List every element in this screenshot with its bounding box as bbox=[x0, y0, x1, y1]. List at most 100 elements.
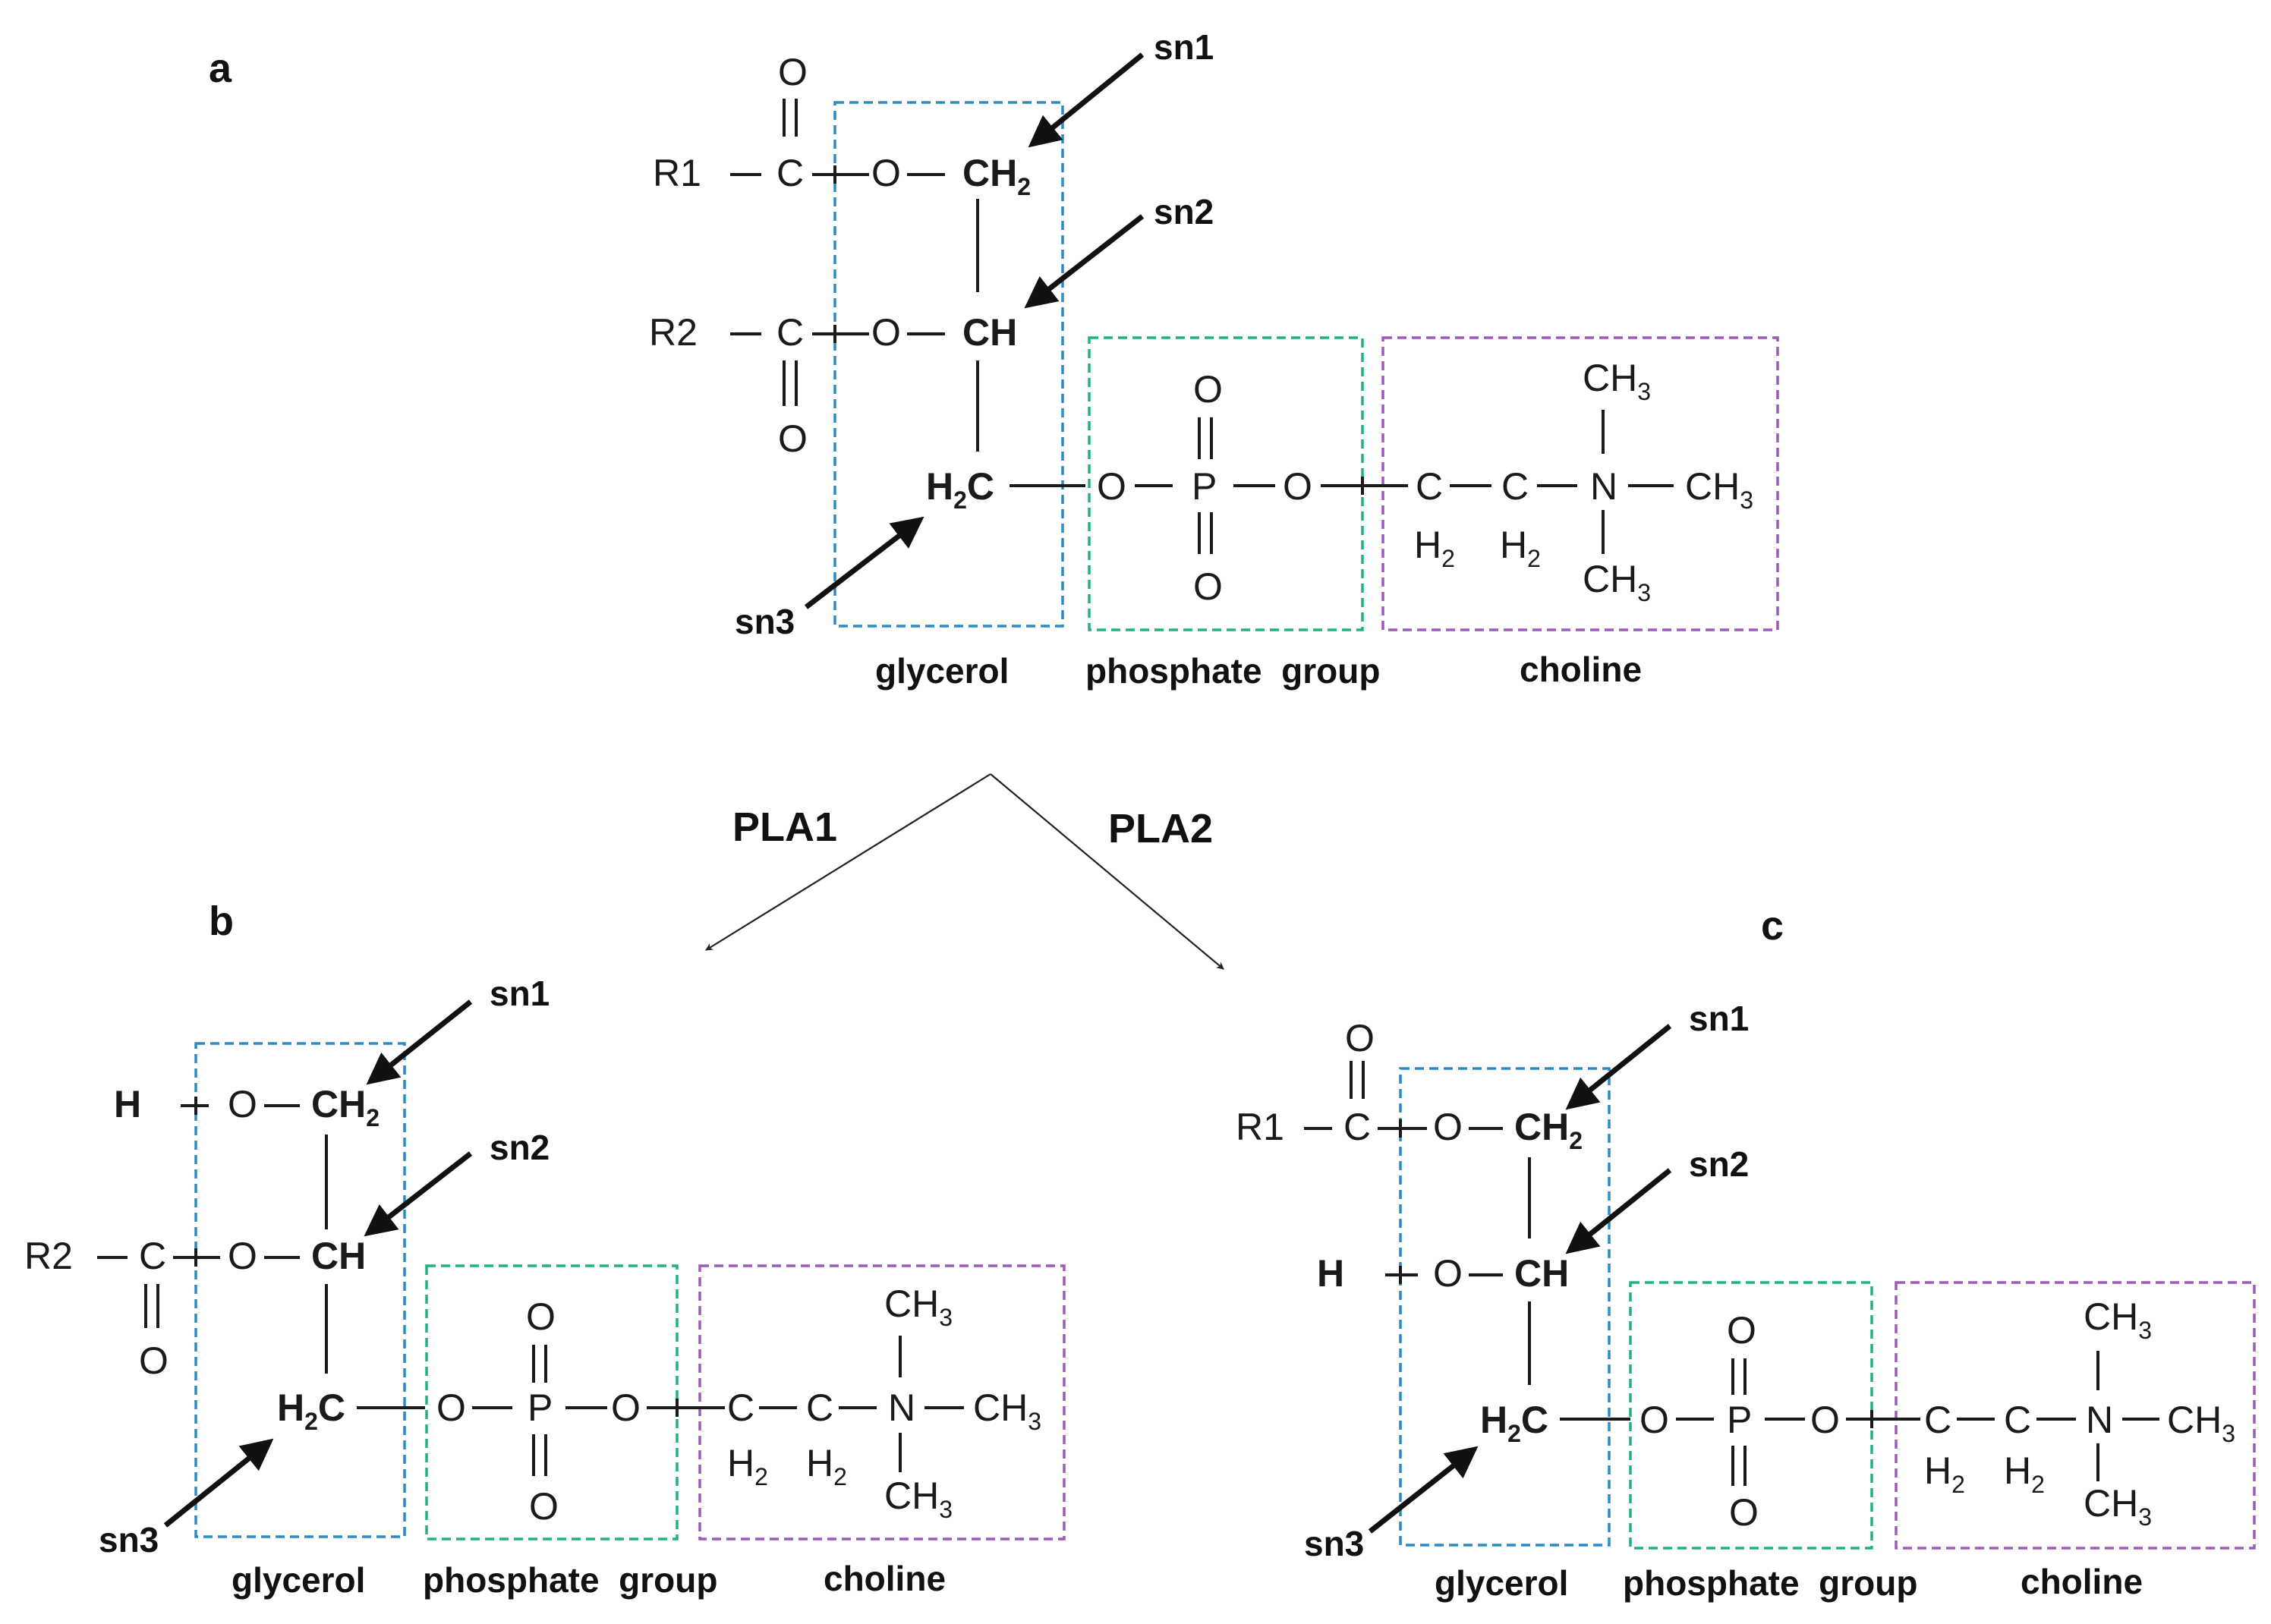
atom-o: O bbox=[526, 1295, 556, 1338]
pla2-reaction-arrow bbox=[990, 773, 1224, 970]
glycerol-box bbox=[833, 101, 1064, 628]
atom-o: O bbox=[1283, 465, 1312, 508]
atom-ch3: CH3 bbox=[1685, 465, 1753, 514]
sn2-pointer-arrow bbox=[364, 1151, 473, 1237]
atom-o: O bbox=[871, 311, 901, 354]
atom-n: N bbox=[888, 1386, 915, 1429]
atom-ch2: CH2 bbox=[1514, 1106, 1583, 1154]
enzyme-label-pla2: PLA2 bbox=[1108, 806, 1213, 851]
sn1-pointer-arrow bbox=[366, 999, 473, 1085]
atom-c: C bbox=[1416, 465, 1443, 508]
atom-o: O bbox=[1193, 565, 1223, 608]
sn3-label: sn3 bbox=[735, 602, 795, 641]
atom-c: C bbox=[776, 311, 804, 354]
glycerol-label: glycerol bbox=[1435, 1563, 1568, 1603]
glycerol-label: glycerol bbox=[232, 1560, 365, 1600]
phosphate-box bbox=[1629, 1281, 1873, 1550]
molecule-c: R1 C O O CH2 H O CH H2C O P O O O bbox=[1236, 999, 2256, 1603]
molecule-a: R1 C O O CH2 R2 C O O CH H2C O P O bbox=[649, 27, 1779, 691]
atom-h: H bbox=[114, 1083, 141, 1125]
atom-h2: H2 bbox=[1414, 524, 1455, 572]
glycerol-label: glycerol bbox=[875, 651, 1009, 691]
atom-r2: R2 bbox=[24, 1235, 73, 1277]
phosphate-box bbox=[425, 1264, 679, 1541]
choline-box bbox=[1895, 1281, 2256, 1550]
atom-o: O bbox=[778, 417, 808, 460]
atom-h2: H2 bbox=[2004, 1449, 2045, 1498]
atom-ch3: CH3 bbox=[2084, 1482, 2152, 1531]
sn2-label: sn2 bbox=[1689, 1144, 1749, 1184]
sn1-label: sn1 bbox=[490, 974, 550, 1013]
atom-r1: R1 bbox=[653, 152, 701, 194]
phosphate-group-label: phosphate group bbox=[1623, 1563, 1917, 1603]
atom-h2: H2 bbox=[806, 1442, 847, 1490]
atom-o: O bbox=[1345, 1017, 1375, 1059]
atom-ch3: CH3 bbox=[1583, 558, 1651, 606]
glycerol-box bbox=[1399, 1067, 1611, 1547]
atom-o: O bbox=[529, 1485, 559, 1528]
atom-o: O bbox=[611, 1386, 641, 1429]
enzyme-label-pla1: PLA1 bbox=[732, 804, 837, 850]
atom-o: O bbox=[1727, 1309, 1756, 1352]
atom-ch3: CH3 bbox=[1583, 357, 1651, 405]
atom-p: P bbox=[1192, 465, 1217, 508]
atom-ch3: CH3 bbox=[973, 1386, 1041, 1435]
atom-o: O bbox=[871, 152, 901, 194]
atom-r2: R2 bbox=[649, 311, 698, 354]
atom-h2c: H2C bbox=[277, 1386, 345, 1435]
atom-o: O bbox=[228, 1083, 257, 1125]
sn2-pointer-arrow bbox=[1024, 214, 1145, 309]
atom-h2: H2 bbox=[727, 1442, 768, 1490]
choline-box bbox=[1381, 336, 1779, 631]
atom-ch2: CH2 bbox=[311, 1083, 380, 1131]
atom-n: N bbox=[1590, 465, 1617, 508]
sn2-label: sn2 bbox=[490, 1128, 550, 1167]
sn1-pointer-arrow bbox=[1565, 1024, 1672, 1110]
atom-ch: CH bbox=[311, 1235, 366, 1277]
atom-o: O bbox=[1097, 465, 1126, 508]
atom-h2: H2 bbox=[1500, 524, 1541, 572]
atom-ch3: CH3 bbox=[2167, 1399, 2235, 1447]
atom-h2c: H2C bbox=[1480, 1399, 1548, 1447]
atom-o: O bbox=[1639, 1399, 1669, 1441]
sn1-label: sn1 bbox=[1689, 999, 1749, 1038]
choline-label: choline bbox=[824, 1559, 946, 1598]
atom-p: P bbox=[528, 1386, 553, 1429]
sn3-pointer-arrow bbox=[163, 1438, 274, 1528]
sn3-label: sn3 bbox=[1304, 1524, 1364, 1563]
phosphate-group-label: phosphate group bbox=[423, 1560, 717, 1600]
sn2-label: sn2 bbox=[1154, 192, 1214, 231]
atom-c: C bbox=[139, 1235, 166, 1277]
atom-r1: R1 bbox=[1236, 1106, 1284, 1148]
sn3-label: sn3 bbox=[99, 1520, 159, 1559]
atom-c: C bbox=[1924, 1399, 1951, 1441]
choline-label: choline bbox=[2021, 1562, 2143, 1601]
phosphate-group-label: phosphate group bbox=[1085, 651, 1380, 691]
panel-label-a: a bbox=[209, 46, 232, 91]
atom-o: O bbox=[1433, 1252, 1463, 1295]
molecule-b: H O CH2 R2 C O O CH H2C O P O O O bbox=[24, 974, 1066, 1600]
choline-box bbox=[698, 1264, 1066, 1541]
atom-o: O bbox=[139, 1339, 169, 1382]
sn3-pointer-arrow bbox=[1368, 1446, 1479, 1534]
glycerol-box bbox=[194, 1042, 406, 1538]
atom-n: N bbox=[2086, 1399, 2113, 1441]
sn1-pointer-arrow bbox=[1028, 52, 1145, 148]
panel-label-b: b bbox=[209, 899, 234, 944]
atom-o: O bbox=[228, 1235, 257, 1277]
atom-o: O bbox=[1729, 1491, 1759, 1534]
sn1-label: sn1 bbox=[1154, 27, 1214, 67]
atom-ch3: CH3 bbox=[884, 1283, 953, 1331]
atom-ch3: CH3 bbox=[884, 1475, 953, 1523]
phosphate-box bbox=[1088, 336, 1364, 631]
atom-ch: CH bbox=[1514, 1252, 1569, 1295]
atom-o: O bbox=[778, 51, 808, 93]
atom-c: C bbox=[806, 1386, 833, 1429]
atom-c: C bbox=[776, 152, 804, 194]
atom-o: O bbox=[436, 1386, 466, 1429]
atom-c: C bbox=[1343, 1106, 1371, 1148]
atom-p: P bbox=[1727, 1399, 1752, 1441]
atom-c: C bbox=[727, 1386, 754, 1429]
